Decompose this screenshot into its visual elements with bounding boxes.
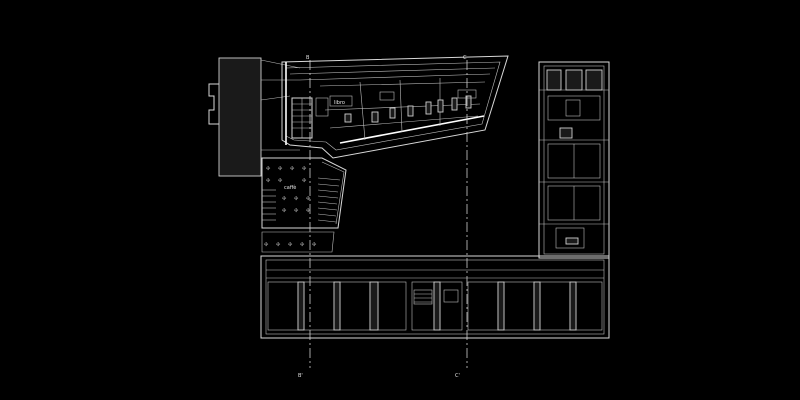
svg-text:✢: ✢ <box>278 176 283 184</box>
stair-icon <box>291 97 313 139</box>
grid-label-top-right: C <box>463 55 467 61</box>
svg-text:✢: ✢ <box>282 194 287 202</box>
svg-text:✢: ✢ <box>306 194 311 202</box>
cafe-block: caffè ✢ ✢ ✢ ✢ ✢ ✢ ✢ ✢ ✢ ✢ ✢ ✢ ✢ ✢ ✢ ✢ ✢ ✢ <box>261 157 347 253</box>
section-lines: B C B' C' <box>298 55 468 379</box>
south-wing <box>260 255 610 339</box>
svg-text:✢: ✢ <box>276 240 281 248</box>
grid-label-bottom-left: B' <box>298 373 303 379</box>
svg-text:✢: ✢ <box>312 240 317 248</box>
svg-text:✢: ✢ <box>288 240 293 248</box>
svg-text:✢: ✢ <box>300 240 305 248</box>
svg-text:✢: ✢ <box>290 164 295 172</box>
table-chairs-icon: ✢ ✢ ✢ ✢ ✢ ✢ ✢ ✢ ✢ ✢ ✢ ✢ ✢ ✢ ✢ ✢ ✢ ✢ <box>264 164 317 248</box>
svg-text:✢: ✢ <box>278 164 283 172</box>
grid-label-top-left: B <box>306 55 310 61</box>
library-label: libro <box>334 100 345 106</box>
west-annex <box>208 57 301 177</box>
svg-text:✢: ✢ <box>266 164 271 172</box>
svg-text:✢: ✢ <box>266 176 271 184</box>
svg-text:✢: ✢ <box>264 240 269 248</box>
svg-text:✢: ✢ <box>302 176 307 184</box>
svg-text:✢: ✢ <box>282 206 287 214</box>
svg-text:✢: ✢ <box>302 164 307 172</box>
svg-text:✢: ✢ <box>294 194 299 202</box>
cafe-label: caffè <box>284 184 296 191</box>
east-wing <box>538 61 610 259</box>
svg-text:✢: ✢ <box>294 206 299 214</box>
library-wing: libro <box>281 55 509 159</box>
svg-text:✢: ✢ <box>306 206 311 214</box>
grid-label-bottom-right: C' <box>455 373 460 379</box>
